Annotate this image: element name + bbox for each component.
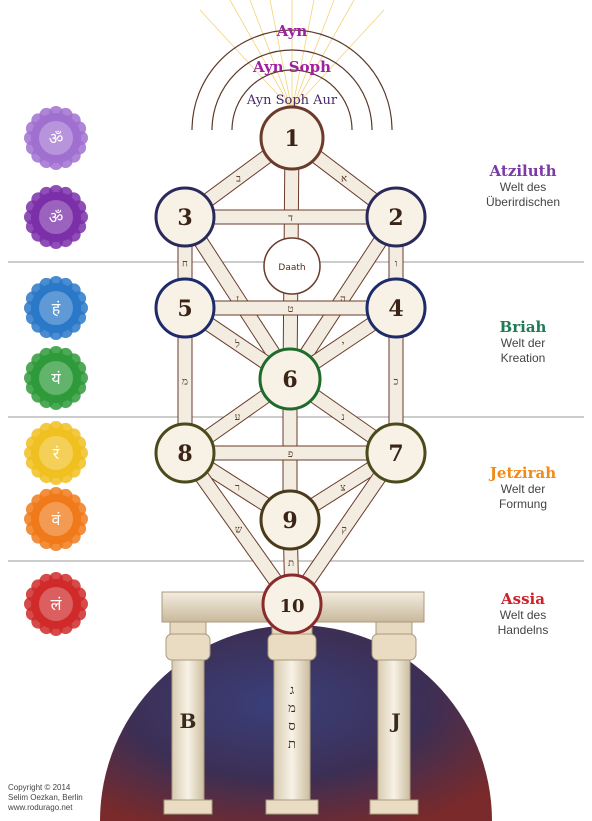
sephirah-8-number: 8 <box>177 441 192 467</box>
solar-plexus-chakra-icon: रं <box>24 421 88 485</box>
world-jetzirah-desc-2: Formung <box>498 497 548 511</box>
path-letter-3-6: ז <box>236 294 239 305</box>
sephirah-10 <box>261 573 323 635</box>
world-atziluth-desc-2: Überirdischen <box>485 195 561 209</box>
sephirah-4-number: 4 <box>388 296 403 322</box>
path-letter-1-2: א <box>341 174 347 185</box>
sephirah-10-number: 10 <box>279 596 304 617</box>
path-letter-4-5: ט <box>287 304 293 315</box>
sephirah-6 <box>258 347 322 411</box>
sephirah-7-number: 7 <box>388 441 403 467</box>
svg-text:रं: रं <box>53 444 60 463</box>
daath-label: Daath <box>278 263 305 273</box>
svg-text:लं: लं <box>51 595 63 614</box>
path-letter-6-8: ע <box>235 412 241 423</box>
sephirah-3-number: 3 <box>177 205 192 231</box>
ayn-label: Ayn <box>276 22 308 40</box>
path-letter-4-7: כ <box>394 377 399 388</box>
copyright-line-2: Selim Oezkan, Berlin <box>8 793 83 802</box>
path-letter-7-9: צ <box>340 483 345 494</box>
path-letter-4-6: י <box>342 340 345 351</box>
svg-text:हं: हं <box>52 299 61 318</box>
path-letter-5-6: ל <box>234 339 240 351</box>
world-jetzirah: Jetzirah Welt der Formung <box>468 464 578 512</box>
pillar-middle-letter-1: ג <box>290 683 294 698</box>
path-letter-6-7: נ <box>341 412 344 423</box>
world-jetzirah-desc-1: Welt der <box>500 482 546 496</box>
copyright-line-1: Copyright © 2014 <box>8 783 71 792</box>
sephirah-1 <box>259 105 325 171</box>
path-letter-8-9: ר <box>235 483 240 494</box>
path-letter-1-3: ב <box>236 174 241 185</box>
world-atziluth-desc-1: Welt des <box>499 180 547 194</box>
throat-chakra-icon: हं <box>24 276 88 340</box>
pillar-jachin-label: J <box>389 709 400 733</box>
svg-text:ॐ: ॐ <box>49 129 64 148</box>
path-letter-2-3: ד <box>288 213 293 224</box>
sephirah-5-number: 5 <box>177 296 192 322</box>
sephirah-5 <box>154 277 216 339</box>
sephirah-1-number: 1 <box>284 126 299 152</box>
pillar-middle-letter-2: מ <box>288 701 296 716</box>
world-briah-name: Briah <box>499 318 547 336</box>
world-atziluth: Atziluth Welt des Überirdischen <box>468 162 578 210</box>
root-chakra-icon: लं <box>24 572 88 636</box>
world-briah-desc-1: Welt der <box>500 336 546 350</box>
svg-text:वं: वं <box>52 510 62 529</box>
sephirah-2 <box>365 186 427 248</box>
third-eye-chakra-icon: ॐ <box>24 185 88 249</box>
path-letter-9-10: ת <box>288 558 294 569</box>
path-letter-8-10: ש <box>235 525 242 536</box>
pillar-middle-letter-3: ס <box>288 719 295 734</box>
sephirah-9 <box>259 489 321 551</box>
sephirah-4 <box>365 277 427 339</box>
sephirah-6-number: 6 <box>282 367 297 393</box>
path-letter-2-6: ה <box>340 294 346 305</box>
light-rays <box>199 0 385 111</box>
sephirah-3 <box>154 186 216 248</box>
ayn-arcs <box>191 29 393 131</box>
heart-chakra-icon: यं <box>24 346 88 410</box>
world-briah-desc-2: Kreation <box>500 351 546 365</box>
world-assia-desc-1: Welt des <box>499 608 547 622</box>
chakras: ॐ ॐ हं यं रं वं लं <box>24 106 88 636</box>
pillar-boaz-label: B <box>180 709 197 733</box>
sephirah-8 <box>154 422 216 484</box>
path-letter-7-10: ק <box>341 525 346 536</box>
temple: B J ג מ ס ת <box>161 591 425 815</box>
world-assia: Assia Welt des Handelns <box>468 590 578 638</box>
path-letter-2-4: ו <box>395 259 398 270</box>
world-atziluth-name: Atziluth <box>489 162 557 180</box>
sephirah-2-number: 2 <box>388 205 403 231</box>
path-letter-7-8: פ <box>288 449 293 460</box>
path-letter-5-8: מ <box>182 377 188 388</box>
sacral-chakra-icon: वं <box>24 487 88 551</box>
svg-text:ॐ: ॐ <box>49 208 64 227</box>
world-briah: Briah Welt der Kreation <box>468 318 578 366</box>
ayn-soph-aur-label: Ayn Soph Aur <box>246 93 338 108</box>
world-jetzirah-name: Jetzirah <box>489 464 557 482</box>
sephirah-9-number: 9 <box>282 508 297 534</box>
copyright-line-3: www.rodurago.net <box>8 803 73 812</box>
daath-node: Daath <box>263 237 321 295</box>
world-assia-desc-2: Handelns <box>497 623 549 637</box>
sephirah-7 <box>365 422 427 484</box>
ayn-soph-label: Ayn Soph <box>252 58 331 76</box>
world-assia-name: Assia <box>501 590 545 608</box>
crown-chakra-icon: ॐ <box>24 106 88 170</box>
pillar-middle-letter-4: ת <box>288 737 296 752</box>
svg-text:यं: यं <box>51 369 61 388</box>
sephiroth: 1 2 3 4 5 6 7 8 9 10 <box>154 105 427 635</box>
path-letter-3-5: ח <box>182 259 188 270</box>
copyright: Copyright © 2014 Selim Oezkan, Berlin ww… <box>8 783 83 813</box>
